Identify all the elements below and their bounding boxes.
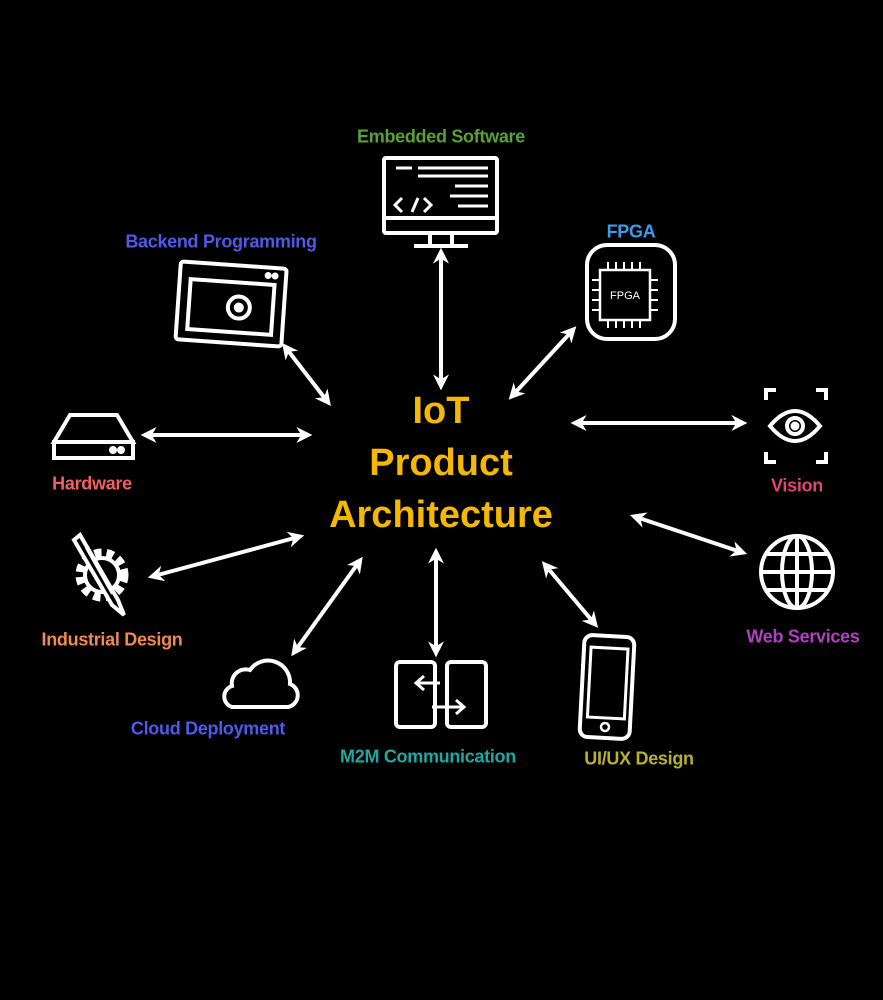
arrow-backend-programming [282,342,331,407]
label-m2m-communication: M2M Communication [340,746,516,767]
arrow-industrial-design [147,531,305,582]
eye-scan-icon [764,388,828,464]
chip-icon-text: FPGA [610,290,641,302]
center-title: IoT Product Architecture [329,385,553,541]
phones-transfer-icon [394,660,488,729]
browser-gear-icon [173,259,289,349]
label-uiux-design: UI/UX Design [584,748,694,769]
smartphone-icon [577,633,637,741]
label-backend-programming: Backend Programming [125,231,317,252]
label-cloud-deployment: Cloud Deployment [130,718,286,739]
hard-drive-icon [50,413,137,460]
arrow-uiux-design [541,561,599,628]
label-web-services: Web Services [746,626,860,647]
arrow-cloud-deployment [291,556,363,657]
arrow-web-services [629,512,748,557]
label-hardware: Hardware [52,473,132,494]
center-title-line3: Architecture [329,494,553,536]
monitor-code-icon [382,156,499,248]
cloud-icon [222,658,300,709]
label-embedded-software: Embedded Software [357,126,525,147]
center-title-line1: IoT [412,390,470,432]
label-fpga: FPGA [606,221,656,242]
gear-pencil-icon [71,531,129,617]
globe-icon [759,534,835,610]
chip-icon: FPGA [585,243,677,341]
center-title-line2: Product [369,442,513,484]
label-industrial-design: Industrial Design [41,629,183,650]
arrow-fpga [508,326,577,400]
label-vision: Vision [771,475,823,496]
